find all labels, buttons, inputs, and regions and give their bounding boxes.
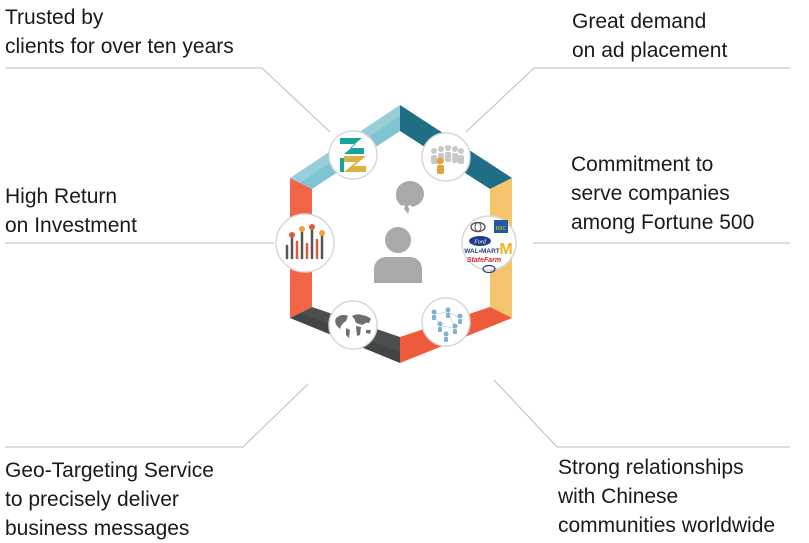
dot <box>401 205 405 209</box>
leader-line-trusted <box>5 67 331 133</box>
label-demand: Great demand on ad placement <box>572 7 727 65</box>
label-line: communities worldwide <box>558 514 776 537</box>
bar-chart-icon <box>275 213 335 273</box>
label-line: clients for over ten years <box>5 35 234 58</box>
label-line: Trusted by <box>5 6 104 29</box>
label-geo: Geo-Targeting Service to precisely deliv… <box>5 456 214 543</box>
toyota-logo-inner <box>474 222 482 232</box>
label-fortune: Commitment to serve companies among Fort… <box>571 150 754 237</box>
leader-lines <box>5 67 790 448</box>
walmart-logo: WAL•MART <box>464 248 500 255</box>
label-line: on ad placement <box>572 39 728 62</box>
label-line: to precisely deliver <box>5 488 179 511</box>
statefarm-logo: StateFarm <box>467 257 501 264</box>
label-line: serve companies <box>571 182 730 205</box>
leader-line-demand <box>465 67 790 133</box>
ford-logo <box>469 236 491 246</box>
ford-logo-text: Ford <box>473 240 487 246</box>
dot <box>415 205 419 209</box>
brand-logos-icon: RBC Ford M WAL•MART StateFarm <box>461 215 517 274</box>
rbc-logo-text: RBC <box>496 226 507 232</box>
audience-icon <box>421 132 471 182</box>
leader-line-relationships <box>493 379 790 448</box>
dna-logo-icon <box>328 130 378 180</box>
label-line: among Fortune 500 <box>571 211 755 234</box>
label-line: on Investment <box>5 214 137 237</box>
label-relationships: Strong relationships with Chinese commun… <box>558 453 775 540</box>
person-speech-icon <box>374 181 424 283</box>
label-line: with Chinese <box>558 485 679 508</box>
label-line: Strong relationships <box>558 456 744 479</box>
label-trusted: Trusted by clients for over ten years <box>5 3 234 61</box>
label-line: business messages <box>5 517 190 540</box>
label-roi: High Return on Investment <box>5 182 137 240</box>
hyundai-logo <box>482 264 496 274</box>
label-line: Commitment to <box>571 153 714 176</box>
person-body <box>374 257 422 283</box>
leader-line-geo <box>5 383 309 448</box>
person-head <box>385 227 411 253</box>
label-line: Great demand <box>572 10 707 33</box>
people-network-icon <box>421 297 471 347</box>
dot <box>408 205 412 209</box>
label-line: High Return <box>5 185 118 208</box>
speech-bubble <box>395 181 424 214</box>
rbc-logo <box>494 220 508 233</box>
world-map-icon <box>328 300 378 350</box>
label-line: Geo-Targeting Service <box>5 459 214 482</box>
mcdonalds-logo: M <box>499 241 512 258</box>
